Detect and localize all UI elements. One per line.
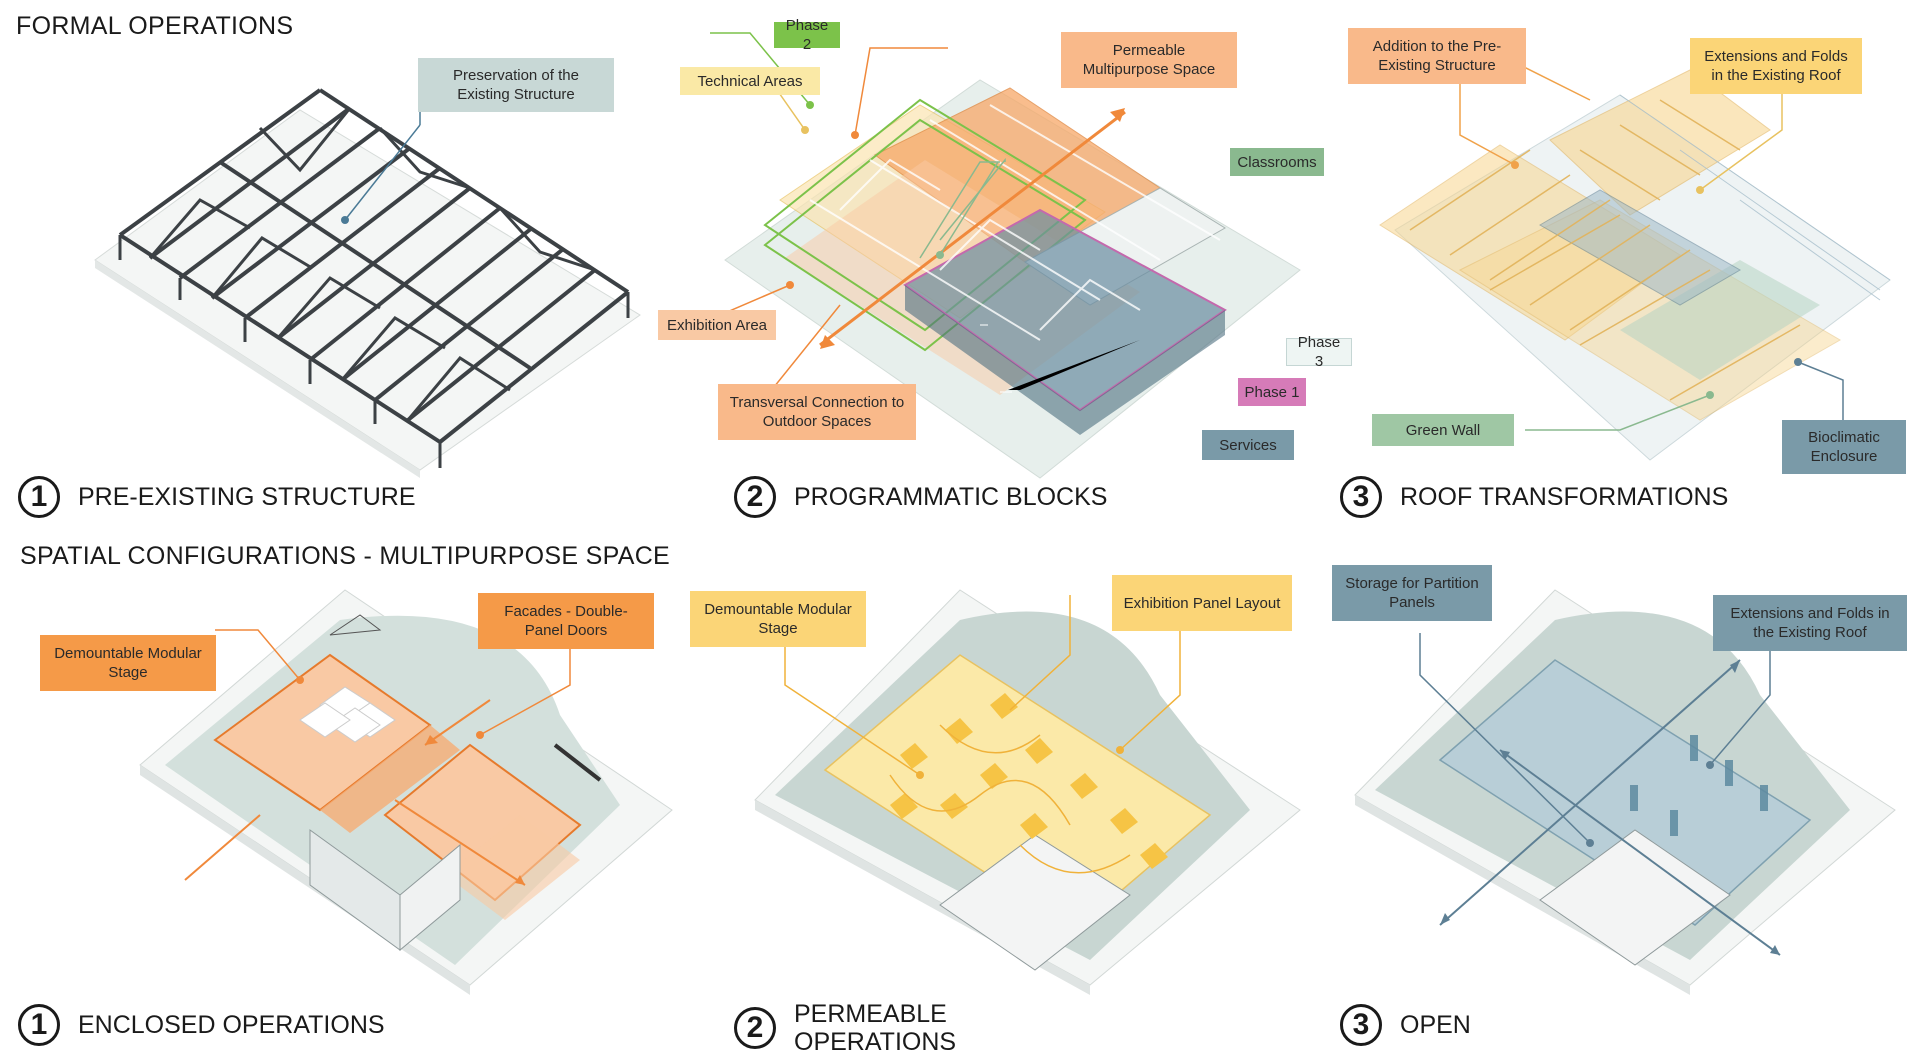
label-addition-pre-existing: Addition to the Pre-Existing Structure (1348, 28, 1526, 84)
caption-permeable-operations: 2 PERMEABLE OPERATIONS (734, 1000, 964, 1056)
caption-programmatic-blocks: 2 PROGRAMMATIC BLOCKS (734, 476, 1107, 518)
section-title-formal: FORMAL OPERATIONS (16, 12, 294, 40)
panel-roof-transformations: Addition to the Pre-Existing Structure E… (1320, 0, 1920, 530)
caption-number: 2 (734, 476, 776, 518)
label-transversal-connection: Transversal Connection to Outdoor Spaces (718, 384, 916, 440)
caption-text: PRE-EXISTING STRUCTURE (78, 483, 416, 511)
programmatic-blocks-drawing (699, 32, 1301, 479)
label-exhibition-panel-layout: Exhibition Panel Layout (1112, 575, 1292, 631)
section-title-spatial: SPATIAL CONFIGURATIONS - MULTIPURPOSE SP… (20, 542, 671, 570)
caption-open: 3 OPEN (1340, 1004, 1471, 1046)
caption-pre-existing-structure: 1 PRE-EXISTING STRUCTURE (18, 476, 416, 518)
open-configuration-drawing (1354, 589, 1896, 995)
caption-text: PERMEABLE OPERATIONS (794, 1000, 957, 1056)
caption-text: PROGRAMMATIC BLOCKS (794, 483, 1108, 511)
label-extensions-folds-top: Extensions and Folds in the Existing Roo… (1690, 38, 1862, 94)
roof-transformations-drawing (1379, 44, 1891, 461)
label-phase-2: Phase 2 (774, 17, 840, 53)
label-phase-3: Phase 3 (1286, 334, 1352, 370)
label-stage-enclosed: Demountable Modular Stage (40, 635, 216, 691)
caption-roof-transformations: 3 ROOF TRANSFORMATIONS (1340, 476, 1728, 518)
caption-text: ENCLOSED OPERATIONS (78, 1011, 385, 1039)
label-bioclimatic-enclosure: Bioclimatic Enclosure (1782, 420, 1906, 474)
label-phase-1: Phase 1 (1238, 378, 1306, 406)
truss-structure-drawing (94, 88, 641, 478)
caption-number: 3 (1340, 1004, 1382, 1046)
label-preservation-existing-structure: Preservation of the Existing Structure (418, 58, 614, 112)
caption-number: 3 (1340, 476, 1382, 518)
caption-text: ROOF TRANSFORMATIONS (1400, 483, 1729, 511)
label-extensions-folds-bottom: Extensions and Folds in the Existing Roo… (1713, 595, 1907, 651)
enclosed-operations-drawing (139, 589, 673, 995)
panel-programmatic-blocks: Phase 2 Technical Areas Permeable Multip… (640, 0, 1352, 530)
label-green-wall: Green Wall (1372, 414, 1514, 446)
label-facades-double-panel-doors: Facades - Double-Panel Doors (478, 593, 654, 649)
caption-text: OPEN (1400, 1011, 1471, 1039)
label-services: Services (1202, 430, 1294, 460)
caption-number: 1 (18, 1004, 60, 1046)
label-permeable-multipurpose-space: Permeable Multipurpose Space (1061, 32, 1237, 88)
panel-permeable-operations: Demountable Modular Stage Exhibition Pan… (690, 575, 1330, 995)
label-storage-partition-panels: Storage for Partition Panels (1332, 565, 1492, 621)
label-exhibition-area: Exhibition Area (658, 310, 776, 340)
permeable-operations-drawing (754, 589, 1301, 995)
panel-pre-existing-structure: Preservation of the Existing Structure (0, 0, 641, 530)
label-classrooms: Classrooms (1230, 148, 1324, 176)
panel-open: Storage for Partition Panels Extensions … (1330, 565, 1920, 995)
caption-number: 2 (734, 1007, 776, 1049)
label-technical-areas: Technical Areas (680, 67, 820, 95)
caption-number: 1 (18, 476, 60, 518)
label-stage-permeable: Demountable Modular Stage (690, 591, 866, 647)
caption-enclosed-operations: 1 ENCLOSED OPERATIONS (18, 1004, 385, 1046)
panel-enclosed-operations: Demountable Modular Stage Facades - Doub… (0, 575, 690, 995)
